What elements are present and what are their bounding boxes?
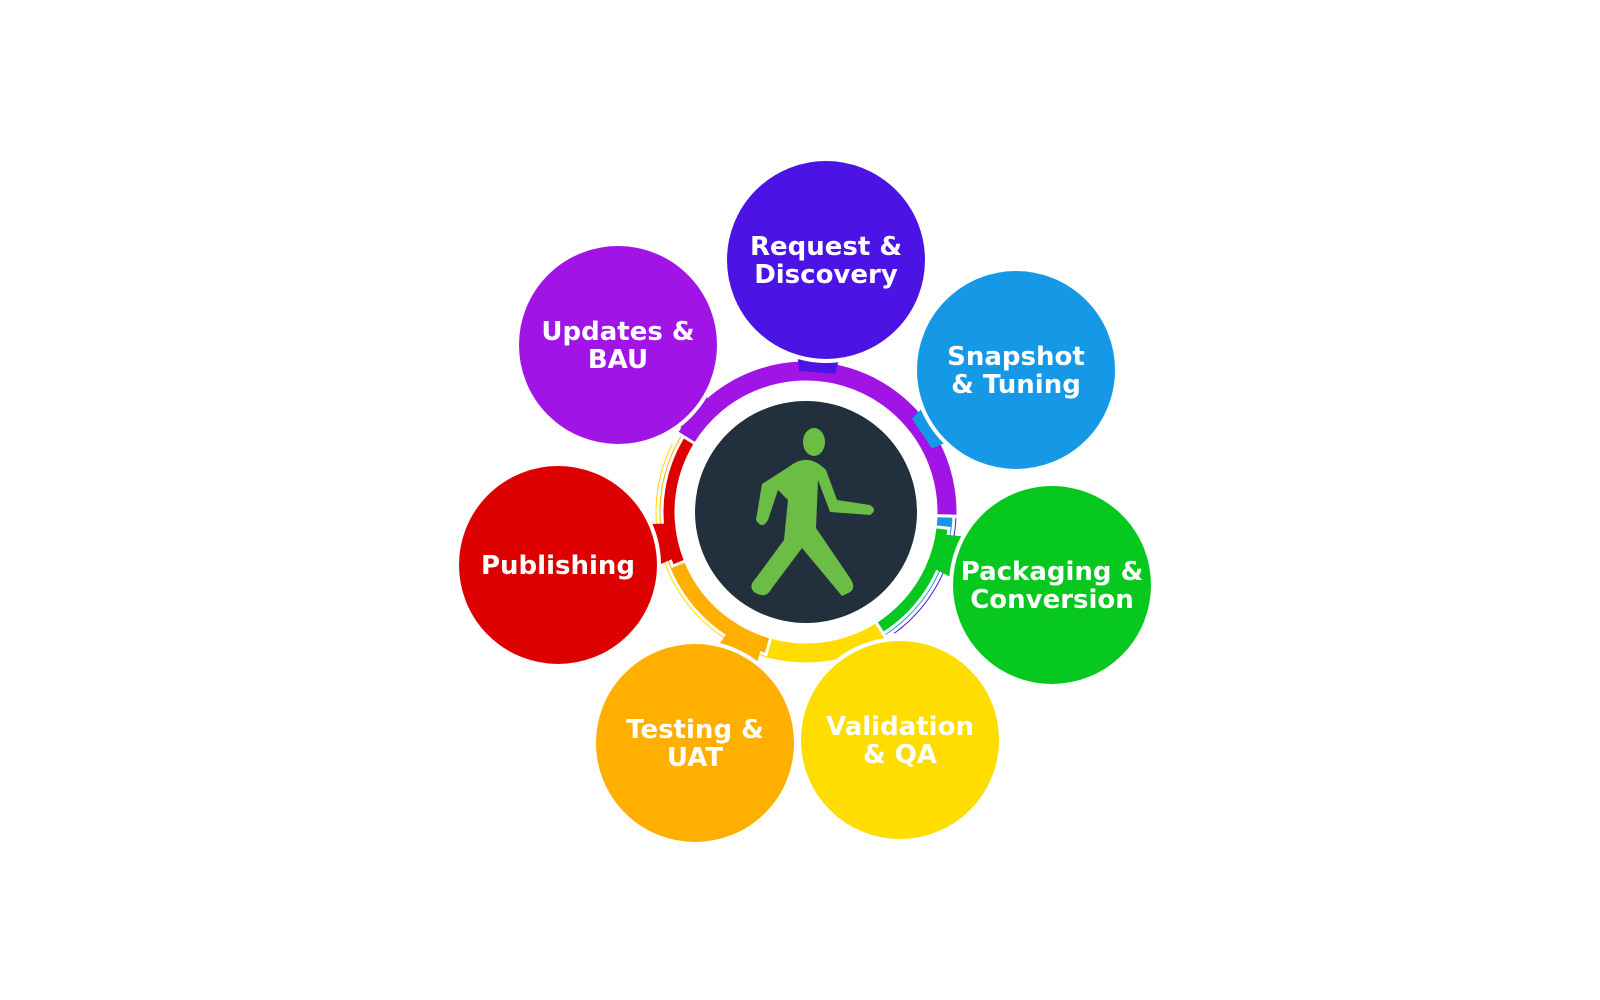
stage-label-line: Discovery [754, 260, 898, 290]
center-hub [678, 384, 934, 640]
walking-person-icon [751, 428, 874, 596]
stage-label-line: Conversion [970, 585, 1134, 615]
stage-snapshot-tuning: Snapshot& Tuning [911, 267, 1119, 473]
stage-label: Publishing [481, 551, 635, 581]
stage-validation-qa: Validation& QA [797, 634, 1003, 843]
stage-label-line: Testing & [626, 715, 764, 745]
stage-label: Validation& QA [826, 712, 974, 770]
stage-request-discovery: Request &Discovery [723, 157, 929, 374]
stage-label-line: & Tuning [951, 370, 1081, 400]
stage-label-line: UAT [667, 743, 723, 773]
stage-label: Updates &BAU [541, 317, 694, 375]
petal-circle [723, 157, 929, 363]
stage-updates-bau: Updates &BAU [515, 242, 721, 448]
stage-publishing: Publishing [455, 462, 673, 668]
swirl-ring [652, 358, 960, 666]
stage-label-line: Validation [826, 712, 974, 742]
stage-label: Packaging &Conversion [961, 557, 1144, 615]
stage-testing-uat: Testing &UAT [592, 630, 798, 846]
stage-label-line: & QA [863, 740, 937, 770]
petal-circle [455, 462, 661, 668]
petal-circle [515, 242, 721, 448]
petal-circle [592, 640, 798, 846]
stage-label-line: Packaging & [961, 557, 1144, 587]
swirl-arc-updates-bau [674, 358, 960, 518]
stage-label-line: Updates & [541, 317, 694, 347]
stage-label-line: Request & [750, 232, 902, 262]
stage-label: Snapshot& Tuning [947, 342, 1085, 400]
stage-label: Request &Discovery [750, 232, 902, 290]
stage-label: Testing &UAT [626, 715, 764, 773]
stage-label-line: Publishing [481, 551, 635, 581]
petal-circle [949, 482, 1155, 688]
petal-circle [797, 637, 1003, 843]
petal-circle [913, 267, 1119, 473]
stage-label-line: BAU [588, 345, 648, 375]
stage-packaging-conversion: Packaging &Conversion [935, 482, 1155, 688]
stage-label-line: Snapshot [947, 342, 1085, 372]
